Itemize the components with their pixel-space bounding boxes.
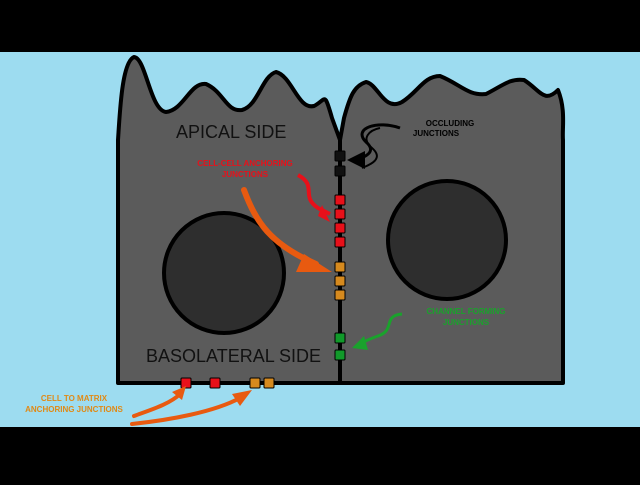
gap-junction [334, 332, 346, 344]
desmosome [334, 208, 346, 220]
desmosome [334, 194, 346, 206]
basolateral-side-label: BASOLATERAL SIDE [146, 346, 321, 366]
occluding-junctions [334, 150, 346, 177]
channel-forming-junctions [334, 332, 346, 361]
right-nucleus [386, 179, 508, 301]
matrix-label-line1: CELL TO MATRIX [41, 394, 108, 403]
matrix-arrowhead-2 [232, 390, 252, 406]
anchoring-arrowhead [318, 205, 330, 222]
channel-arrowhead [352, 336, 368, 350]
occluding-label-line1: OCCLUDING [426, 119, 474, 128]
channel-arrow [352, 312, 403, 350]
adherens-junction [334, 289, 346, 301]
adherens-junction [334, 275, 346, 287]
desmosome [334, 222, 346, 234]
channel-label-line2: JUNCTIONS [443, 318, 490, 327]
desmosome [334, 236, 346, 248]
matrix-arrows [130, 386, 252, 426]
matrix-arrowhead-1 [172, 386, 186, 400]
anchoring-label-line1: CELL-CELL ANCHORING [197, 159, 293, 168]
matrix-label-line2: ANCHORING JUNCTIONS [25, 405, 123, 414]
adherens-junctions [334, 261, 346, 301]
left-nucleus [162, 211, 286, 335]
orange-arrowhead [296, 254, 332, 272]
occluding-label-line2: JUNCTIONS [413, 129, 460, 138]
hemidesmosome [180, 377, 192, 389]
adherens-junction [334, 261, 346, 273]
focal-adhesion [263, 377, 275, 389]
cell-matrix-junctions [180, 377, 275, 389]
hemidesmosome [209, 377, 221, 389]
apical-side-label: APICAL SIDE [176, 122, 286, 142]
gap-junction [334, 349, 346, 361]
cell-cell-anchoring-junctions [334, 194, 346, 248]
occluding-junction [334, 165, 346, 177]
apical-to-adherens-arrow [241, 187, 332, 272]
focal-adhesion [249, 377, 261, 389]
occluding-junction [334, 150, 346, 162]
anchoring-label-line2: JUNCTIONS [222, 170, 269, 179]
occluding-arrow [347, 123, 401, 169]
channel-label-line1: CHANNEL FORMING [427, 307, 506, 316]
anchoring-arrow [296, 173, 331, 222]
